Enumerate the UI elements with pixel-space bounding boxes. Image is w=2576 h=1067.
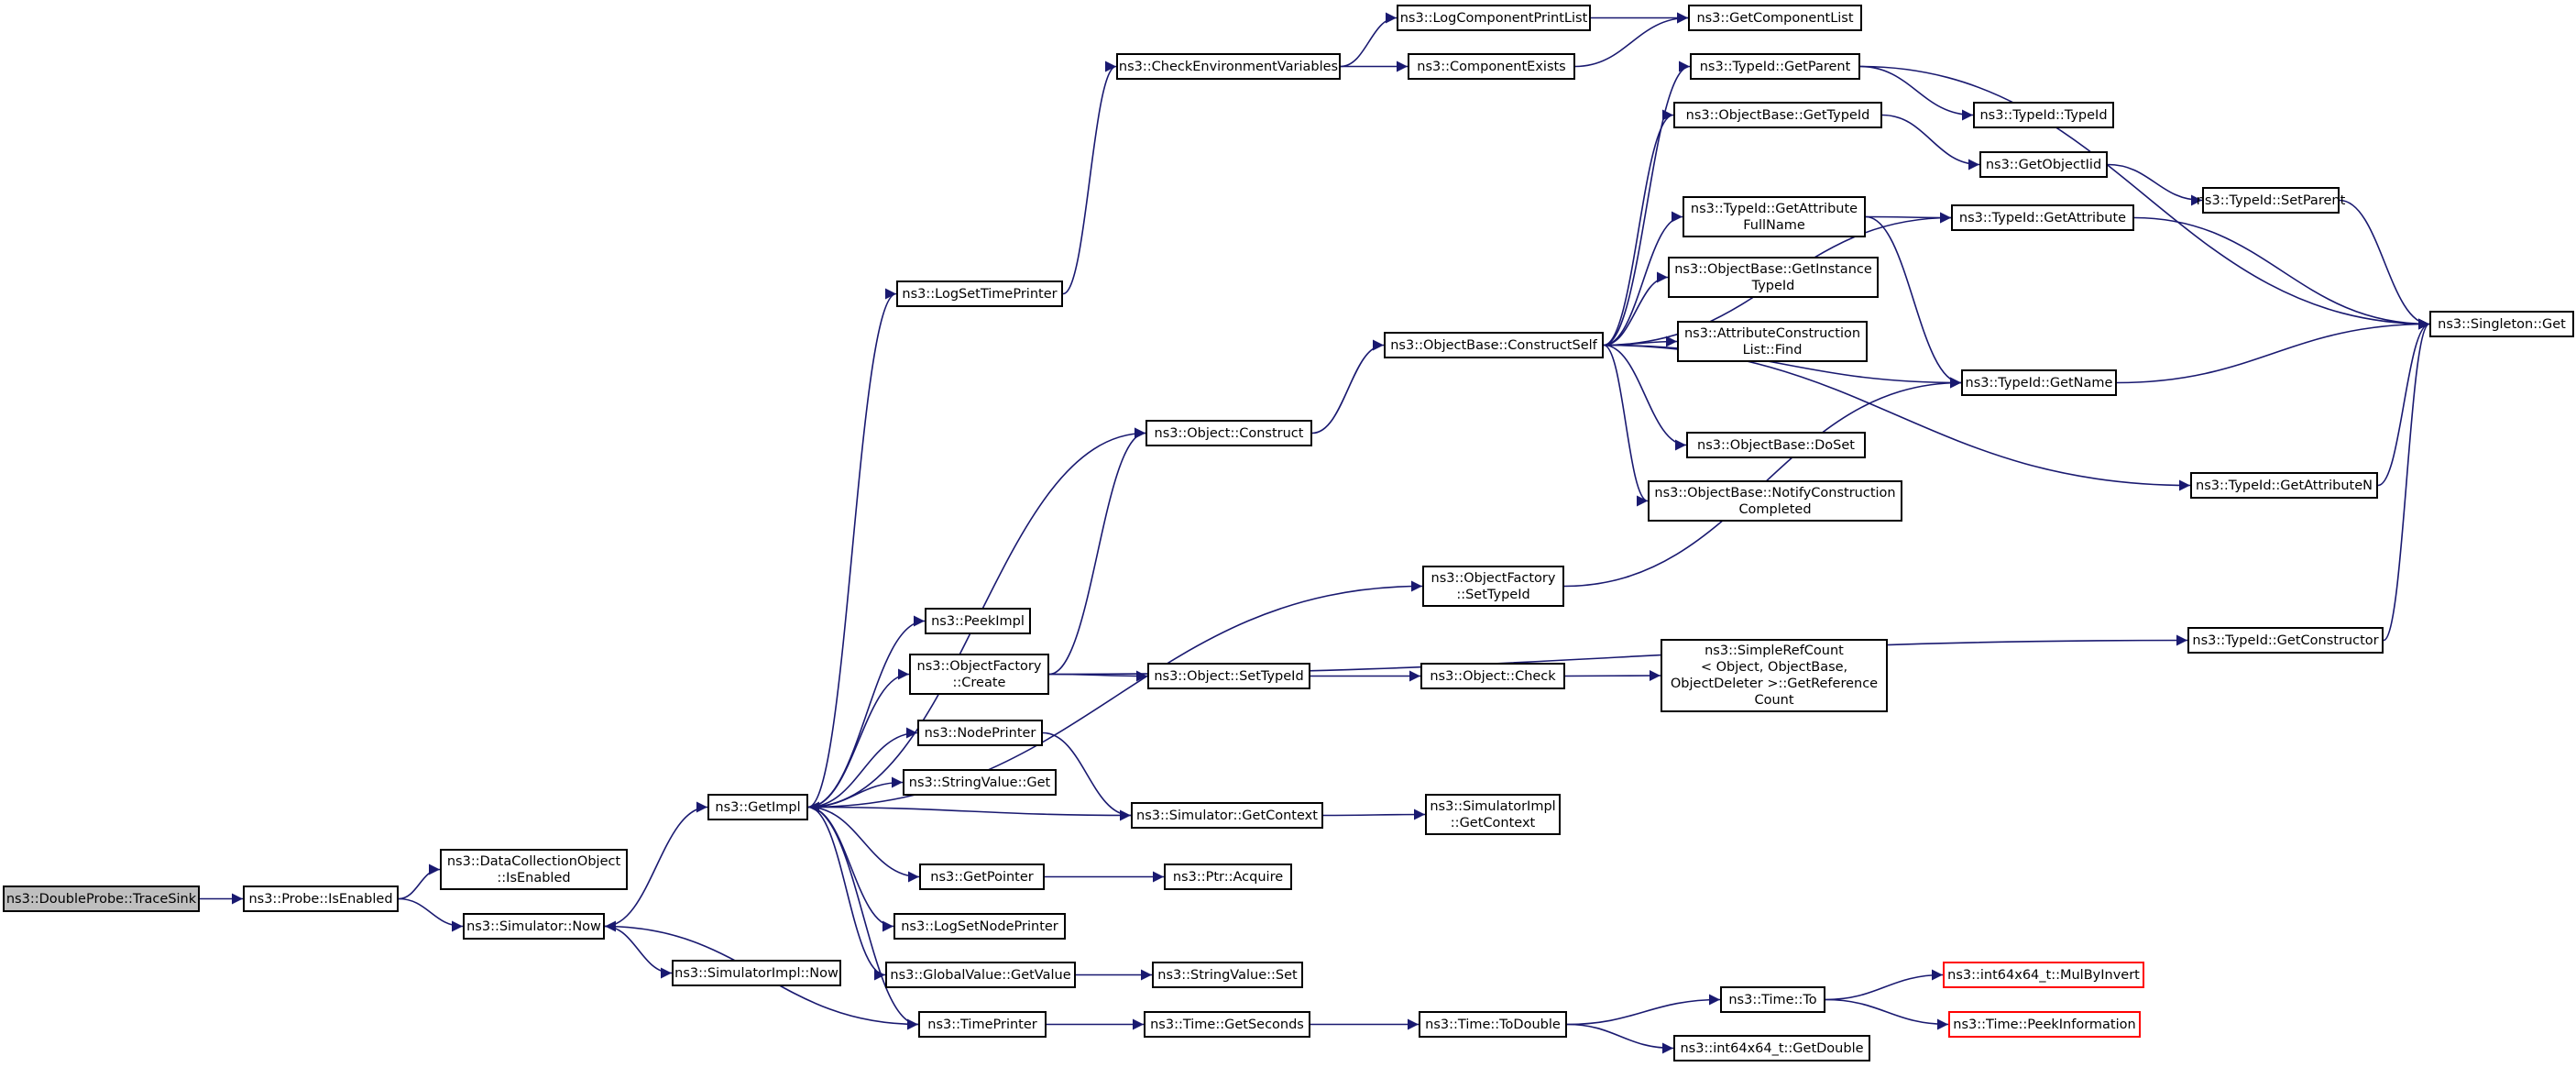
edge-checkEnv-to-logCompPrintList xyxy=(1340,12,1398,68)
node-peek-impl[interactable]: ns3::PeekImpl xyxy=(925,608,1031,634)
edge-getImpl-to-getPointer xyxy=(807,806,920,883)
node-string-value-set[interactable]: ns3::StringValue::Set xyxy=(1152,962,1303,988)
edge-isEnabled-to-simNow xyxy=(398,897,464,932)
node-ob-do-set[interactable]: ns3::ObjectBase::DoSet xyxy=(1686,432,1866,458)
node-check-env[interactable]: ns3::CheckEnvironmentVariables xyxy=(1116,53,1341,80)
node-comp-exists[interactable]: ns3::ComponentExists xyxy=(1408,53,1575,80)
node-log-set-node-printer[interactable]: ns3::LogSetNodePrinter xyxy=(893,913,1066,940)
node-sim-now[interactable]: ns3::Simulator::Now xyxy=(463,913,605,940)
node-construct-self[interactable]: ns3::ObjectBase::ConstructSelf xyxy=(1384,332,1604,358)
node-type-get-attribute[interactable]: ns3::TypeId::GetAttribute xyxy=(1951,204,2134,231)
node-time-to-double[interactable]: ns3::Time::ToDouble xyxy=(1419,1011,1567,1038)
node-of-create[interactable]: ns3::ObjectFactory ::Create xyxy=(909,654,1049,695)
node-get-attr-full-name[interactable]: ns3::TypeId::GetAttribute FullName xyxy=(1683,196,1866,237)
edge-getImpl-to-logSetTimePrinter xyxy=(807,288,897,808)
node-time-get-seconds[interactable]: ns3::Time::GetSeconds xyxy=(1144,1011,1310,1038)
node-type-get-parent[interactable]: ns3::TypeId::GetParent xyxy=(1690,53,1860,80)
edge-getAttrFullName-to-typeGetName xyxy=(1865,215,1962,389)
node-is-enabled[interactable]: ns3::Probe::IsEnabled xyxy=(243,886,399,912)
node-time-to[interactable]: ns3::Time::To xyxy=(1720,986,1825,1013)
node-obj-construct[interactable]: ns3::Object::Construct xyxy=(1145,420,1312,446)
edge-constructSelf-to-getInstanceTypeId xyxy=(1603,271,1669,346)
edge-typeGetAttributeN-to-singletonGet xyxy=(2377,318,2430,487)
edge-isEnabled-to-dcoIsEnabled xyxy=(398,864,441,900)
node-sim-impl-get-context[interactable]: ns3::SimulatorImpl ::GetContext xyxy=(1425,794,1561,835)
edge-objConstruct-to-constructSelf xyxy=(1311,339,1385,434)
edge-getAttrFullName-to-typeGetAttribute xyxy=(1865,212,1952,224)
node-type-set-parent[interactable]: ns3::TypeId::SetParent xyxy=(2197,187,2345,214)
edge-constructSelf-to-obGetTypeId xyxy=(1603,109,1674,346)
node-peek-information[interactable]: ns3::Time::PeekInformation xyxy=(1948,1011,2141,1038)
node-type-get-name[interactable]: ns3::TypeId::GetName xyxy=(1961,369,2117,396)
node-log-set-time-printer[interactable]: ns3::LogSetTimePrinter xyxy=(896,280,1063,307)
node-type-get-attribute-n[interactable]: ns3::TypeId::GetAttributeN xyxy=(2190,472,2378,499)
node-type-get-constructor[interactable]: ns3::TypeId::GetConstructor xyxy=(2187,627,2384,654)
edge-typeGetName-to-singletonGet xyxy=(2116,318,2430,384)
edge-simNow-to-getImpl xyxy=(604,801,708,928)
edge-getImpl-to-nodePrinter xyxy=(807,727,918,808)
node-int64-get-double[interactable]: ns3::int64x64_t::GetDouble xyxy=(1673,1035,1870,1062)
edge-constructSelf-to-getAttrFullName xyxy=(1603,211,1683,346)
node-get-impl[interactable]: ns3::GetImpl xyxy=(707,794,808,820)
edge-ofCreate-to-objConstruct xyxy=(1048,427,1146,676)
edge-typeSetParent-to-singletonGet xyxy=(2339,199,2430,330)
edge-obGetTypeId-to-getObjectIid xyxy=(1881,114,1980,170)
node-type-id-ctor[interactable]: ns3::TypeId::TypeId xyxy=(1973,102,2114,128)
edge-timeTo-to-mulByInvert xyxy=(1825,969,1944,1001)
node-get-instance-type-id[interactable]: ns3::ObjectBase::GetInstance TypeId xyxy=(1668,257,1879,298)
node-obj-set-type-id[interactable]: ns3::Object::SetTypeId xyxy=(1147,663,1310,689)
node-sim-get-context[interactable]: ns3::Simulator::GetContext xyxy=(1131,802,1323,829)
edge-timeTo-to-peekInformation xyxy=(1825,998,1949,1030)
node-simple-ref-count[interactable]: ns3::SimpleRefCount < Object, ObjectBase… xyxy=(1661,639,1888,712)
node-get-pointer[interactable]: ns3::GetPointer xyxy=(919,864,1045,890)
edge-getObjectIid-to-typeSetParent xyxy=(2107,163,2203,206)
edge-constructSelf-to-notifyCC xyxy=(1603,344,1649,507)
edge-timeToDouble-to-int64GetDouble xyxy=(1566,1023,1674,1054)
edge-typeGetAttribute-to-singletonGet xyxy=(2133,216,2430,330)
node-trace-sink: ns3::DoubleProbe::TraceSink xyxy=(3,886,200,912)
edge-compExists-to-getCompList xyxy=(1574,12,1689,68)
edge-timeToDouble-to-timeTo xyxy=(1566,994,1721,1026)
node-notify-cc[interactable]: ns3::ObjectBase::NotifyConstruction Comp… xyxy=(1648,480,1902,522)
node-singleton-get[interactable]: ns3::Singleton::Get xyxy=(2429,311,2574,337)
edge-typeGetConstructor-to-singletonGet xyxy=(2383,318,2430,642)
edge-getImpl-to-timePrinter xyxy=(807,806,919,1030)
edge-constructSelf-to-typeGetParent xyxy=(1603,60,1691,346)
node-node-printer[interactable]: ns3::NodePrinter xyxy=(917,720,1043,746)
node-dco-is-enabled[interactable]: ns3::DataCollectionObject ::IsEnabled xyxy=(440,849,628,890)
node-string-value-get[interactable]: ns3::StringValue::Get xyxy=(903,769,1057,796)
edge-simGetContext-to-getImpl xyxy=(807,801,1132,817)
node-of-set-type-id[interactable]: ns3::ObjectFactory ::SetTypeId xyxy=(1422,566,1564,607)
node-time-printer[interactable]: ns3::TimePrinter xyxy=(918,1011,1047,1038)
edge-getImpl-to-gvGetValue xyxy=(807,806,886,981)
edge-constructSelf-to-obDoSet xyxy=(1603,344,1687,451)
node-mul-by-invert[interactable]: ns3::int64x64_t::MulByInvert xyxy=(1943,962,2144,988)
edge-typeGetParent-to-singletonGet xyxy=(1859,65,2430,330)
edge-getImpl-to-stringValueGet xyxy=(807,776,904,808)
node-get-object-iid[interactable]: ns3::GetObjectIid xyxy=(1979,151,2108,178)
edge-simGetContext-to-simImplGetContext xyxy=(1322,808,1426,820)
edge-nodePrinter-to-simGetContext xyxy=(1042,732,1132,821)
node-sim-impl-now[interactable]: ns3::SimulatorImpl::Now xyxy=(672,960,841,986)
node-gv-get-value[interactable]: ns3::GlobalValue::GetValue xyxy=(885,962,1076,988)
node-ob-get-type-id[interactable]: ns3::ObjectBase::GetTypeId xyxy=(1673,102,1882,128)
node-obj-check[interactable]: ns3::Object::Check xyxy=(1420,663,1565,689)
edge-typeGetParent-to-typeIdCtor xyxy=(1859,65,1974,121)
node-ac-list-find[interactable]: ns3::AttributeConstruction List::Find xyxy=(1677,321,1868,362)
edge-getImpl-to-ofCreate xyxy=(807,668,910,808)
edge-logSetTimePrinter-to-checkEnv xyxy=(1062,60,1117,295)
node-log-comp-print-list[interactable]: ns3::LogComponentPrintList xyxy=(1397,5,1591,31)
node-ptr-acquire[interactable]: ns3::Ptr::Acquire xyxy=(1164,864,1292,890)
node-get-comp-list[interactable]: ns3::GetComponentList xyxy=(1688,5,1862,31)
